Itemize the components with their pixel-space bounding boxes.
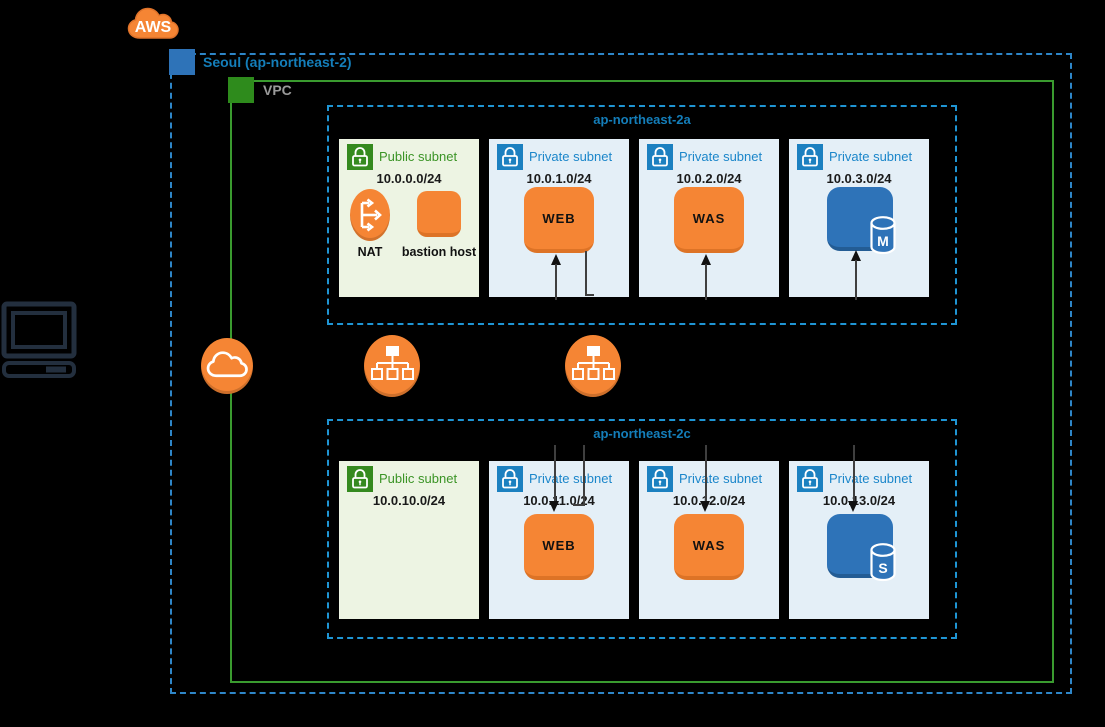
- availability-zone-2a: ap-northeast-2a Public subnet 10.0.0.0/2…: [327, 105, 957, 325]
- arrowhead: [701, 254, 711, 265]
- connector-line: [705, 264, 707, 300]
- region-boundary: [170, 53, 1072, 694]
- db-role-letter: S: [878, 560, 887, 576]
- subnet-type-label: Private subnet: [529, 149, 613, 164]
- private-subnet-card: Private subnet 10.0.1.0/24 WEB: [489, 139, 629, 297]
- public-subnet-card: Public subnet 10.0.0.0/24 NAT bastion ho…: [339, 139, 479, 297]
- connector-line: [554, 445, 556, 502]
- connector-line: [585, 294, 594, 296]
- public-subnet-card: Public subnet 10.0.10.0/24: [339, 461, 479, 619]
- private-lock-icon: [647, 466, 673, 492]
- load-balancer-icon: [565, 335, 621, 397]
- private-lock-icon: [497, 466, 523, 492]
- load-balancer-icon: [364, 335, 420, 397]
- server-name: WAS: [692, 537, 726, 553]
- az-label: ap-northeast-2c: [593, 426, 691, 441]
- subnet-type-label: Private subnet: [679, 149, 763, 164]
- connector-line: [585, 251, 587, 296]
- private-lock-icon: [797, 144, 823, 170]
- ec2-instance-was: WAS: [674, 187, 744, 253]
- connector-line: [583, 445, 585, 506]
- region-icon: [169, 49, 195, 75]
- subnet-cidr: 10.0.13.0/24: [822, 493, 896, 508]
- server-name: WEB: [542, 210, 576, 226]
- private-subnet-card: Private subnet 10.0.13.0/24 S: [789, 461, 929, 619]
- subnet-cidr: 10.0.0.0/24: [376, 171, 442, 186]
- nat-gateway-icon: [350, 189, 390, 241]
- private-subnet-card: Private subnet 10.0.11.0/24 WEB: [489, 461, 629, 619]
- private-lock-icon: [797, 466, 823, 492]
- db-role-letter: M: [877, 233, 889, 249]
- ec2-instance-web: WEB: [524, 187, 594, 253]
- private-subnet-card: Private subnet 10.0.12.0/24 WAS: [639, 461, 779, 619]
- subnet-cidr: 10.0.1.0/24: [526, 171, 592, 186]
- subnet-cidr: 10.0.3.0/24: [826, 171, 892, 186]
- connector-line: [855, 260, 857, 300]
- public-lock-icon: [347, 466, 373, 492]
- connector-line: [853, 445, 855, 502]
- rds-master-icon: M: [827, 187, 896, 255]
- server-name: WAS: [692, 210, 726, 226]
- nat-label: NAT: [357, 245, 383, 259]
- client-computer-icon: [1, 301, 77, 378]
- ec2-instance-was: WAS: [674, 514, 744, 580]
- az-label: ap-northeast-2a: [593, 112, 691, 127]
- subnet-type-label: Private subnet: [679, 471, 763, 486]
- arrowhead: [848, 501, 858, 512]
- arrowhead: [549, 501, 559, 512]
- aws-cloud-logo: AWS: [127, 7, 179, 39]
- arrowhead: [700, 501, 710, 512]
- bastion-host-label: bastion host: [401, 245, 477, 259]
- vpc-label: VPC: [263, 82, 292, 98]
- subnet-type-label: Private subnet: [529, 471, 613, 486]
- connector-line: [555, 264, 557, 300]
- rds-standby-icon: S: [827, 514, 896, 582]
- availability-zone-2c: ap-northeast-2c Public subnet 10.0.10.0/…: [327, 419, 957, 639]
- server-name: WEB: [542, 537, 576, 553]
- private-lock-icon: [497, 144, 523, 170]
- subnet-cidr: 10.0.12.0/24: [672, 493, 746, 508]
- subnet-type-label: Private subnet: [829, 471, 913, 486]
- private-subnet-card: Private subnet 10.0.3.0/24 M: [789, 139, 929, 297]
- connector-line: [705, 445, 707, 502]
- subnet-type-label: Public subnet: [379, 471, 458, 486]
- arrowhead: [551, 254, 561, 265]
- subnet-cidr: 10.0.10.0/24: [372, 493, 446, 508]
- ec2-instance-icon: [417, 191, 461, 237]
- private-subnet-card: Private subnet 10.0.2.0/24 WAS: [639, 139, 779, 297]
- vpc-icon: [228, 77, 254, 103]
- public-lock-icon: [347, 144, 373, 170]
- subnet-type-label: Public subnet: [379, 149, 458, 164]
- subnet-cidr: 10.0.11.0/24: [523, 493, 595, 508]
- private-lock-icon: [647, 144, 673, 170]
- subnet-cidr: 10.0.2.0/24: [676, 171, 742, 186]
- ec2-instance-web: WEB: [524, 514, 594, 580]
- aws-logo-text: AWS: [135, 19, 172, 36]
- region-label: Seoul (ap-northeast-2): [203, 54, 352, 70]
- internet-gateway-icon: [201, 338, 253, 394]
- connector-line: [573, 504, 585, 506]
- arrowhead: [851, 250, 861, 261]
- subnet-type-label: Private subnet: [829, 149, 913, 164]
